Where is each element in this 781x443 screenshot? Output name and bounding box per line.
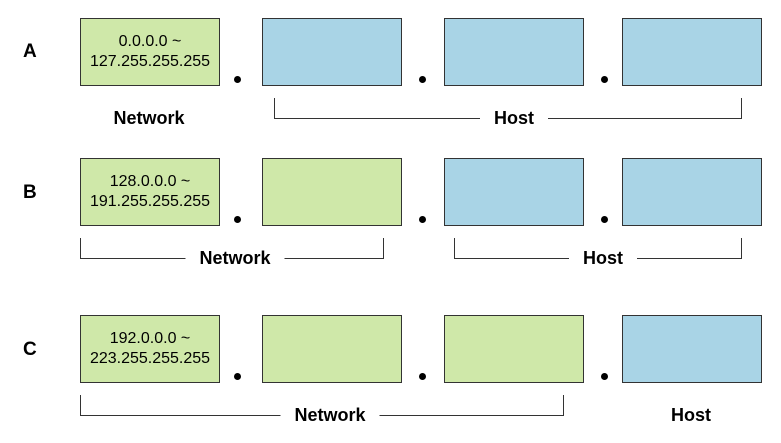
- class-b-octet-2-network: [262, 158, 402, 226]
- class-a-host-label: Host: [480, 107, 548, 129]
- class-b-label: B: [23, 182, 37, 203]
- class-a-octet-3-host: [444, 18, 584, 86]
- class-b-network-label: Network: [185, 247, 285, 269]
- class-a-dot-1: [234, 76, 241, 83]
- class-b-dot-2: [419, 216, 426, 223]
- class-c-range: 192.0.0.0 ~ 223.255.255.255: [81, 329, 219, 369]
- class-b-range: 128.0.0.0 ~ 191.255.255.255: [81, 172, 219, 212]
- class-c-range-start: 192.0.0.0 ~: [109, 330, 191, 347]
- class-a-dot-2: [419, 76, 426, 83]
- class-c-range-end: 223.255.255.255: [89, 350, 211, 367]
- class-b-octet-4-host: [622, 158, 762, 226]
- class-c-network-label: Network: [280, 404, 380, 426]
- class-a-octet-2-host: [262, 18, 402, 86]
- class-a-network-label: Network: [113, 108, 185, 128]
- class-b-range-start: 128.0.0.0 ~: [109, 173, 191, 190]
- class-b-dot-1: [234, 216, 241, 223]
- class-c-dot-1: [234, 373, 241, 380]
- class-c-octet-1-network: 192.0.0.0 ~ 223.255.255.255: [80, 315, 220, 383]
- class-c-octet-2-network: [262, 315, 402, 383]
- class-a-range-start: 0.0.0.0 ~: [118, 33, 182, 50]
- class-c-dot-2: [419, 373, 426, 380]
- class-b-dot-3: [601, 216, 608, 223]
- class-a-octet-4-host: [622, 18, 762, 86]
- class-a-range: 0.0.0.0 ~ 127.255.255.255: [81, 32, 219, 72]
- class-b-range-end: 191.255.255.255: [89, 193, 211, 210]
- class-c-dot-3: [601, 373, 608, 380]
- class-a-octet-1-network: 0.0.0.0 ~ 127.255.255.255: [80, 18, 220, 86]
- class-b-octet-1-network: 128.0.0.0 ~ 191.255.255.255: [80, 158, 220, 226]
- class-c-octet-3-network: [444, 315, 584, 383]
- class-a-label: A: [23, 41, 37, 62]
- class-c-label: C: [23, 339, 37, 360]
- class-a-range-end: 127.255.255.255: [89, 53, 211, 70]
- class-b-octet-3-host: [444, 158, 584, 226]
- class-b-host-label: Host: [569, 247, 637, 269]
- class-a-dot-3: [601, 76, 608, 83]
- class-c-octet-4-host: [622, 315, 762, 383]
- class-c-host-label: Host: [671, 405, 711, 425]
